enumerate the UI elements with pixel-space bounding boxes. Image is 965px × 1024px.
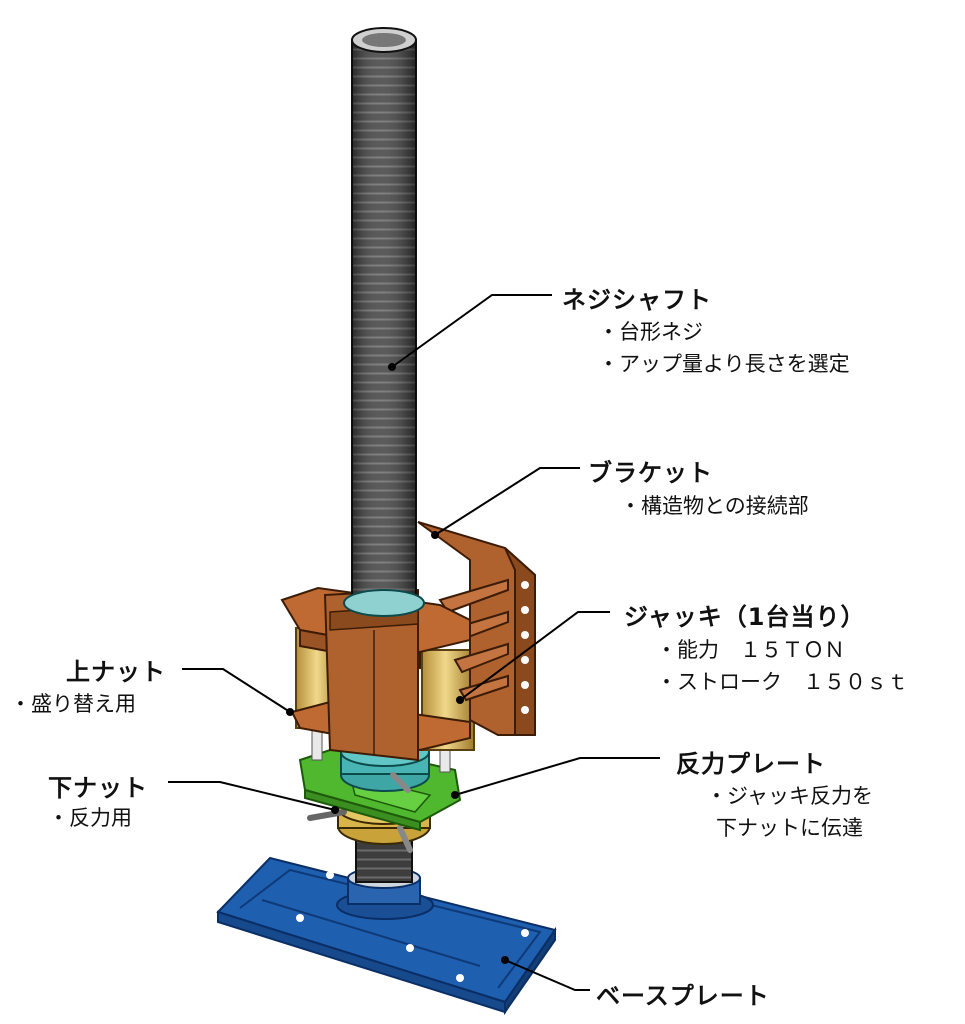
label-lower-nut-note-1: ・反力用	[48, 806, 132, 830]
label-upper-nut-title: 上ナット	[66, 658, 166, 686]
leader-dots	[286, 363, 509, 964]
label-jack-title: ジャッキ（1台当り）	[624, 603, 866, 631]
label-reaction-plate-note-2: 下ナットに伝達	[716, 816, 863, 840]
label-jack-note-1: ・能力 １５ＴＯＮ	[656, 638, 845, 662]
leader-lines	[168, 294, 660, 991]
label-lower-nut-title: 下ナット	[48, 774, 148, 802]
label-base-plate-title: ベースプレート	[596, 982, 770, 1010]
label-bracket-note-1: ・構造物との接続部	[620, 494, 809, 518]
bracket	[280, 521, 536, 762]
label-reaction-plate-title: 反力プレート	[676, 750, 826, 778]
label-bracket-title: ブラケット	[588, 459, 713, 487]
label-shaft-title: ネジシャフト	[562, 286, 712, 314]
label-shaft-note-1: ・台形ネジ	[598, 320, 703, 344]
screw-shaft	[343, 27, 425, 617]
label-upper-nut-note-1: ・盛り替え用	[10, 692, 136, 716]
label-reaction-plate-note-1: ・ジャッキ反力を	[706, 784, 873, 808]
label-jack-note-2: ・ストローク １５０ｓｔ	[656, 670, 908, 694]
label-shaft-note-2: ・アップ量より長さを選定	[598, 352, 850, 376]
